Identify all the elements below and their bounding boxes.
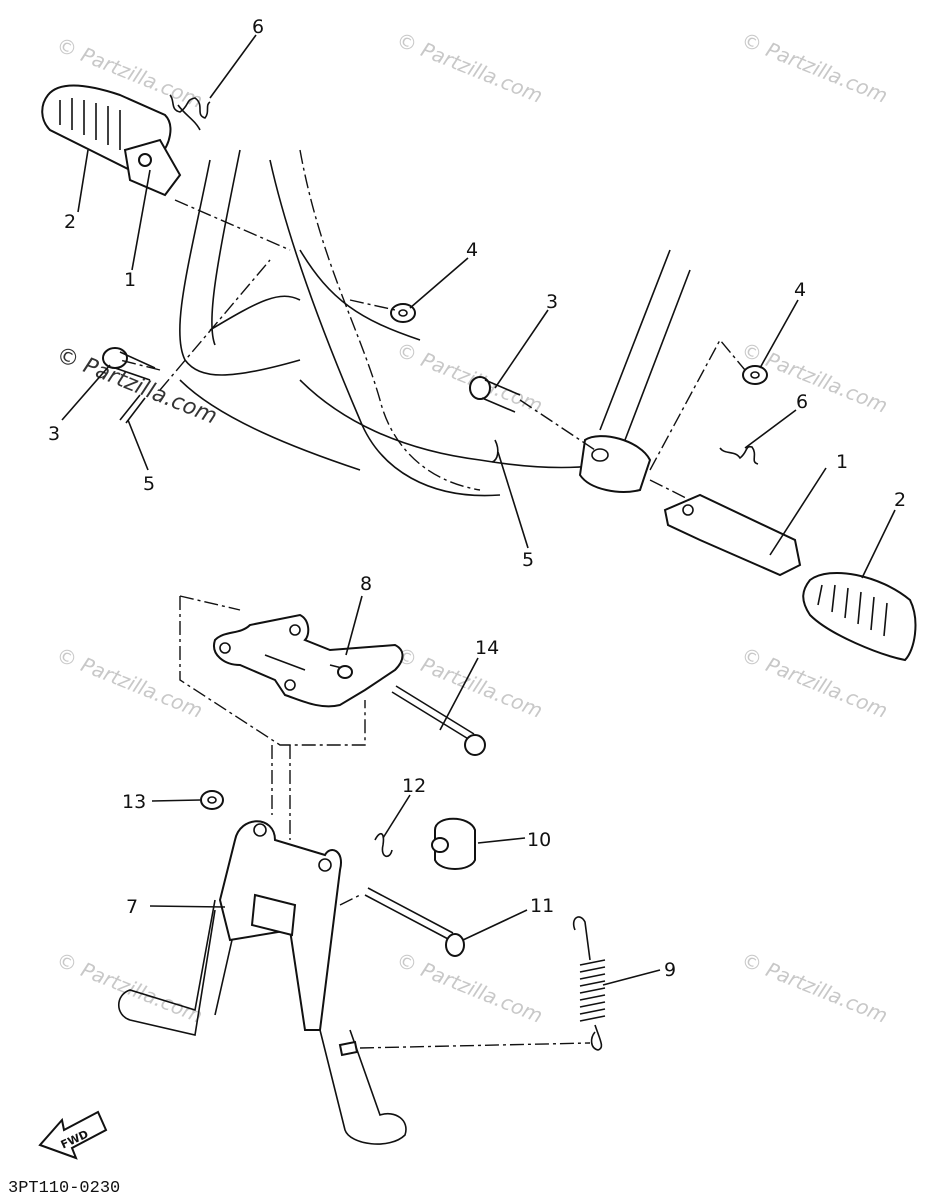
callout-1-right: 1: [836, 451, 848, 473]
callout-13: 13: [122, 791, 146, 813]
clip-12: [374, 832, 393, 858]
callout-labels: 6 2 1 4 3 4 3 5 6 5 1 2 8 14 13 12 10 7 …: [48, 16, 906, 981]
bracket-8: [213, 613, 404, 708]
callout-1: 1: [124, 269, 136, 291]
callout-4: 4: [466, 239, 478, 261]
callout-9: 9: [664, 959, 676, 981]
leader-lines: [61, 34, 896, 986]
watermark: © Partzilla.com: [53, 342, 221, 429]
spring-6-right: [719, 445, 759, 465]
cotter-pin-5: [491, 439, 499, 463]
spring-9: [572, 916, 606, 1051]
watermark: © Partzilla.com: [393, 337, 546, 417]
callout-5: 5: [522, 549, 534, 571]
callout-6: 6: [252, 16, 264, 38]
bracket-outline: [179, 596, 366, 746]
spring-6-top: [169, 94, 211, 131]
watermark: © Partzilla.com: [738, 27, 891, 107]
callout-10: 10: [527, 829, 551, 851]
callout-11: 11: [530, 895, 554, 917]
callout-3-left: 3: [48, 423, 60, 445]
frame-tubes: [179, 149, 691, 497]
fwd-arrow: FWD: [38, 1110, 108, 1160]
callout-2: 2: [64, 211, 76, 233]
callout-14: 14: [475, 637, 499, 659]
watermark: © Partzilla.com: [738, 642, 891, 722]
stand-pin: [338, 1040, 359, 1057]
callout-7: 7: [126, 896, 138, 918]
stopper-10: [431, 817, 476, 870]
washer-4-right: [742, 365, 768, 385]
watermark: © Partzilla.com: [738, 947, 891, 1027]
washer-4: [390, 303, 416, 323]
diagram-code: 3PT110-0230: [8, 1179, 120, 1198]
footpeg-left: [41, 84, 182, 197]
pin-11: [364, 887, 465, 957]
watermark: © Partzilla.com: [393, 947, 546, 1027]
callout-5-left: 5: [143, 473, 155, 495]
bracket-right: [578, 435, 652, 493]
callout-12: 12: [402, 775, 426, 797]
callout-6-right: 6: [796, 391, 808, 413]
callout-2-right: 2: [894, 489, 906, 511]
main-stand-7: [117, 820, 407, 1145]
pin-right: [469, 376, 521, 413]
pin-left: [102, 347, 156, 424]
watermark: © Partzilla.com: [53, 947, 206, 1027]
callout-4-right: 4: [794, 279, 806, 301]
footpeg-right: [663, 493, 917, 662]
callout-3: 3: [546, 291, 558, 313]
watermark: © Partzilla.com: [393, 27, 546, 107]
callout-8: 8: [360, 573, 372, 595]
washer-13: [200, 790, 224, 810]
watermark: © Partzilla.com: [393, 642, 546, 722]
bolt-14: [391, 685, 486, 756]
